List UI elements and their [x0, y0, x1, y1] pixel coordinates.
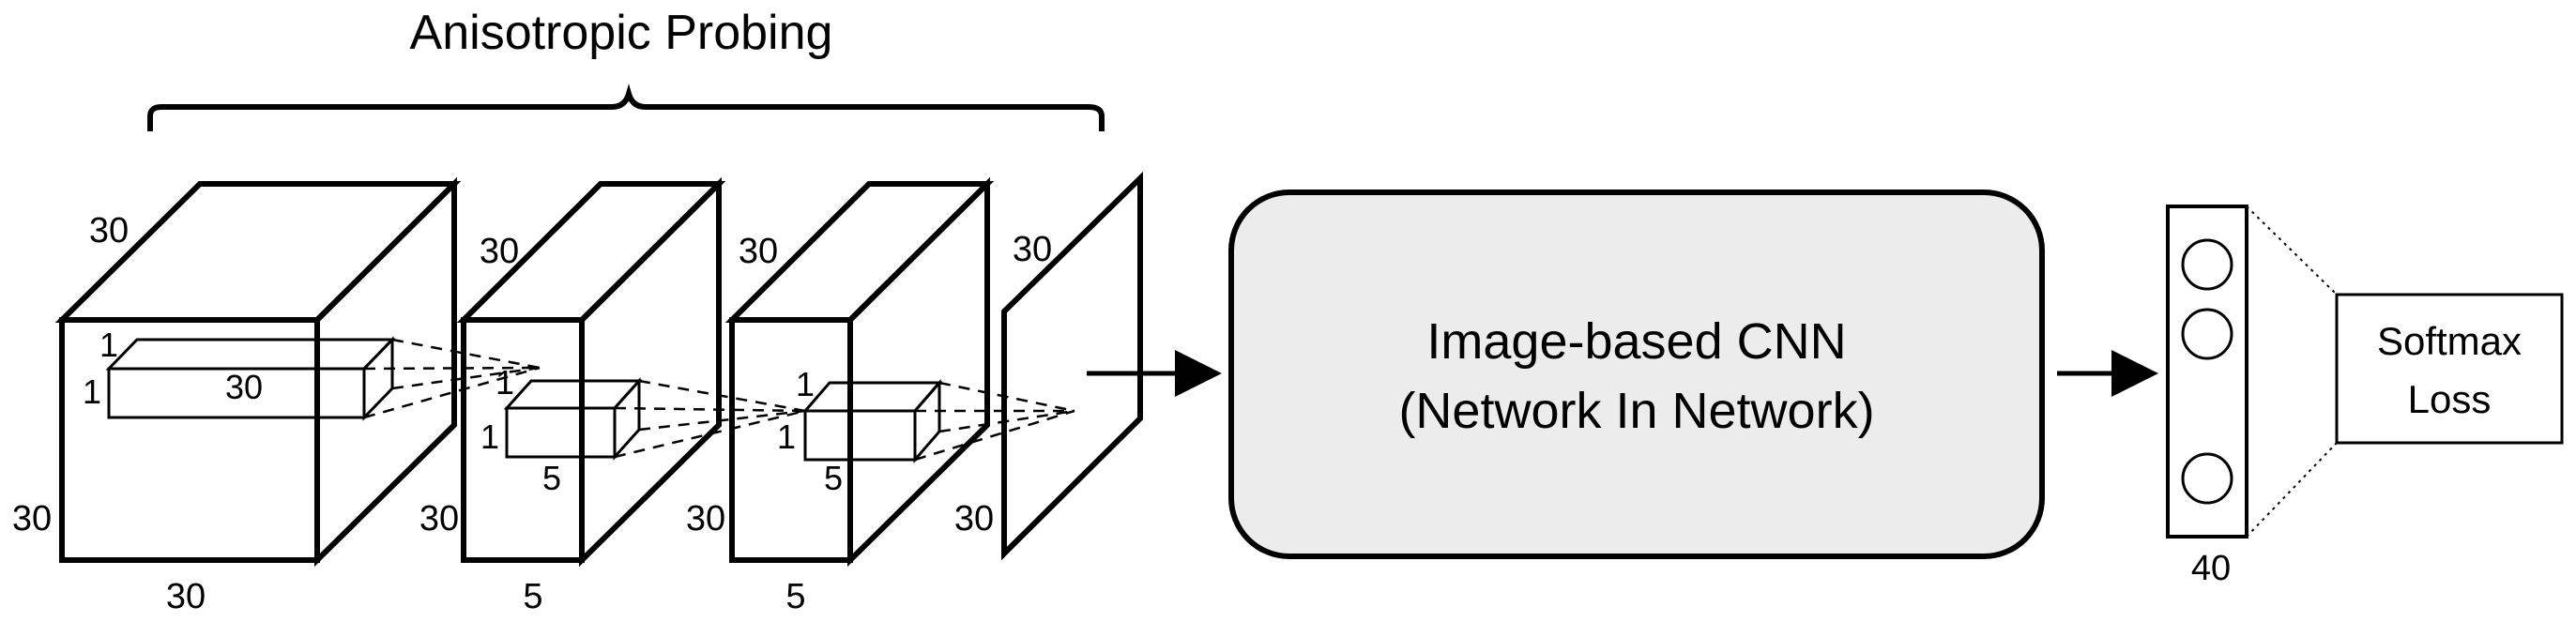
kernel2-width-label: 5 — [542, 459, 561, 497]
softmax-label-line1: Softmax — [2377, 319, 2522, 363]
volume1-width-label: 30 — [166, 577, 206, 616]
output-plane — [1001, 171, 1143, 561]
kernel3-a-label: 1 — [796, 365, 815, 403]
kernel2-a-label: 1 — [495, 363, 514, 402]
feature-node-2 — [2181, 308, 2233, 360]
kernel1-depth-label: 1 — [83, 372, 101, 411]
cnn-label-line1: Image-based CNN — [1426, 313, 1846, 370]
volume2-height-label: 30 — [419, 499, 459, 539]
softmax-box — [2335, 293, 2564, 445]
projection-lines-1 — [363, 338, 541, 419]
volume3-depth-label: 30 — [739, 232, 778, 271]
connector-bottom — [2246, 442, 2338, 538]
softmax-label-line2: Loss — [2408, 377, 2492, 421]
cnn-label-line2: (Network In Network) — [1398, 383, 1874, 439]
kernel1-height-label: 1 — [99, 326, 118, 364]
probing-kernel-2 — [503, 377, 643, 461]
cnn-box — [1228, 190, 2045, 559]
diagram-title: Anisotropic Probing — [410, 6, 833, 60]
volume3-height-label: 30 — [686, 499, 725, 539]
feature-node-3 — [2181, 452, 2233, 505]
connector-top — [2246, 205, 2338, 296]
feature-vector — [2166, 205, 2248, 539]
volume1-depth-label: 30 — [89, 211, 129, 250]
plane-height-label: 30 — [954, 499, 994, 539]
volume2-width-label: 5 — [523, 577, 542, 616]
volume1-height-label: 30 — [12, 499, 52, 539]
input-volume — [54, 176, 462, 568]
plane-depth-label: 30 — [1013, 230, 1052, 269]
volume3-width-label: 5 — [785, 577, 805, 616]
projection-lines-2 — [614, 379, 806, 459]
kernel2-b-label: 1 — [480, 417, 499, 456]
probed-volume-2 — [456, 176, 726, 568]
kernel3-width-label: 5 — [824, 459, 843, 497]
feature-size-label: 40 — [2191, 549, 2231, 588]
kernel3-b-label: 1 — [777, 417, 796, 456]
feature-node-1 — [2181, 238, 2233, 291]
volume2-depth-label: 30 — [480, 232, 519, 271]
kernel1-width-label: 30 — [225, 368, 263, 406]
curly-brace — [147, 83, 1105, 131]
probing-kernel-3 — [801, 378, 943, 464]
